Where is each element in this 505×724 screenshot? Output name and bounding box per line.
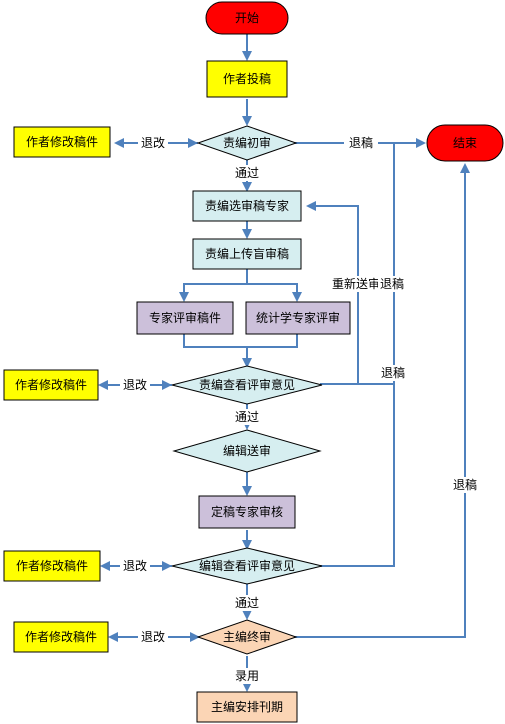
node-revise-2: 作者修改稿件 [3, 369, 99, 401]
node-expert-review: 专家评审稿件 [136, 301, 234, 335]
label-reject-d: 退稿 [453, 477, 477, 492]
node-revise-1: 作者修改稿件 [13, 126, 111, 158]
label-revise-b: 退改 [123, 378, 147, 392]
node-view-comments-1: 责编查看评审意见 [171, 365, 323, 405]
node-view-comments-2: 编辑查看评审意见 [171, 547, 323, 585]
node-select-experts-label: 责编选审稿专家 [205, 198, 289, 213]
edge-chief-reject [294, 163, 470, 638]
node-revise-4-label: 作者修改稿件 [25, 629, 97, 644]
label-resend: 重新送审 [332, 276, 380, 291]
node-expert-review-label: 专家评审稿件 [149, 310, 221, 325]
edge-labels: 退改 退稿 通过 重新送审 退稿 退稿 退改 通过 退稿 退改 通过 退改 录用 [120, 135, 480, 684]
label-pass-c: 通过 [235, 596, 259, 610]
label-reject-b: 退稿 [380, 276, 404, 291]
node-final-expert: 定稿专家审核 [198, 495, 296, 529]
node-editor-send: 编辑送审 [172, 429, 322, 473]
edge-view1-reject [358, 143, 395, 385]
label-accept: 录用 [235, 669, 259, 683]
node-upload-blind-label: 责编上传盲审稿 [205, 246, 289, 261]
node-final-expert-label: 定稿专家审核 [211, 504, 283, 519]
label-reject-c: 退稿 [381, 365, 405, 380]
node-schedule: 主编安排刊期 [196, 691, 298, 723]
node-initial-review: 责编初审 [196, 125, 298, 161]
label-reject-a: 退稿 [349, 135, 373, 150]
edges [98, 33, 470, 692]
node-select-experts: 责编选审稿专家 [192, 190, 302, 222]
node-start: 开始 [205, 1, 289, 35]
node-start-label: 开始 [235, 11, 259, 25]
node-editor-send-label: 编辑送审 [223, 443, 271, 458]
node-end: 结束 [426, 124, 504, 162]
node-submit: 作者投稿 [206, 60, 288, 98]
node-stat-review-label: 统计学专家评审 [256, 310, 340, 325]
node-revise-2-label: 作者修改稿件 [15, 377, 87, 392]
node-revise-3: 作者修改稿件 [3, 550, 101, 582]
label-revise-d: 退改 [141, 630, 165, 644]
edge-reviews-merge [183, 334, 298, 348]
edge-resend [306, 201, 359, 385]
label-revise-c: 退改 [123, 559, 147, 573]
node-schedule-label: 主编安排刊期 [211, 699, 283, 714]
node-revise-3-label: 作者修改稿件 [16, 558, 88, 573]
node-view-comments-2-label: 编辑查看评审意见 [199, 558, 295, 573]
node-chief-final: 主编终审 [196, 619, 298, 655]
edge-upload-split [183, 268, 248, 300]
node-submit-label: 作者投稿 [223, 71, 271, 86]
node-upload-blind: 责编上传盲审稿 [192, 238, 302, 270]
node-stat-review: 统计学专家评审 [245, 301, 351, 335]
node-chief-final-label: 主编终审 [223, 629, 271, 644]
label-pass-b: 通过 [235, 410, 259, 424]
node-end-label: 结束 [453, 136, 477, 150]
node-revise-4: 作者修改稿件 [13, 621, 109, 653]
node-revise-1-label: 作者修改稿件 [26, 134, 98, 149]
edge-upload-stat [247, 283, 302, 302]
node-initial-review-label: 责编初审 [223, 135, 271, 150]
label-revise-a: 退改 [141, 136, 165, 150]
node-view-comments-1-label: 责编查看评审意见 [199, 377, 295, 392]
label-pass-a: 通过 [235, 166, 259, 180]
